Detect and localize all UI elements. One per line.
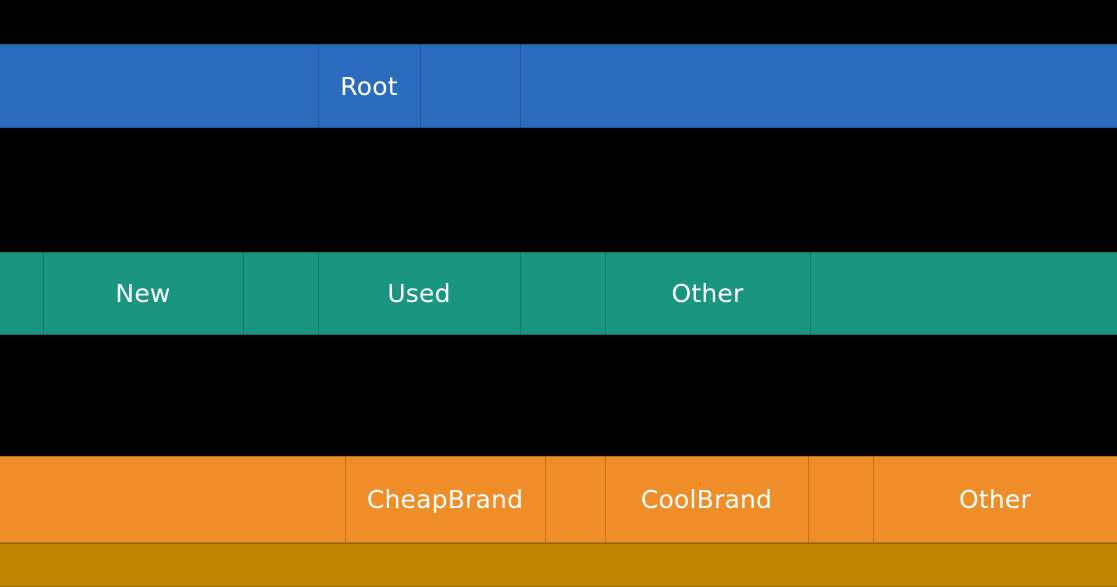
chart-segment-label: Root (340, 71, 398, 101)
chart-segment-label: Used (387, 279, 451, 308)
chart-segment-unlabeled[interactable] (808, 456, 873, 543)
chart-level-brand-level: CheapBrand CoolBrand Other (0, 456, 1117, 543)
chart-segment-unlabeled[interactable] (520, 252, 605, 335)
chart-segment-unlabeled[interactable] (0, 44, 318, 128)
chart-segment-unlabeled[interactable] (520, 44, 1117, 128)
chart-segment-other[interactable]: Other (873, 456, 1117, 543)
chart-segment-root[interactable]: Root (318, 44, 420, 128)
chart-segment-unlabeled[interactable] (0, 456, 345, 543)
chart-segment-coolbrand[interactable]: CoolBrand (605, 456, 808, 543)
chart-segment-unlabeled[interactable] (0, 543, 1117, 587)
chart-segment-used[interactable]: Used (318, 252, 520, 335)
chart-level-root-level: Root (0, 44, 1117, 128)
chart-segment-unlabeled[interactable] (545, 456, 605, 543)
chart-segment-other[interactable]: Other (605, 252, 810, 335)
chart-segment-label: Other (959, 485, 1031, 514)
chart-segment-label: Other (671, 279, 744, 308)
chart-segment-cheapbrand[interactable]: CheapBrand (345, 456, 545, 543)
chart-segment-label: New (115, 279, 171, 308)
chart-segment-label: CheapBrand (366, 485, 524, 514)
chart-segment-unlabeled[interactable] (420, 44, 520, 128)
chart-level-condition-level: New Used Other (0, 252, 1117, 335)
chart-segment-new[interactable]: New (43, 252, 243, 335)
chart-segment-unlabeled[interactable] (810, 252, 1117, 335)
chart-level-leaf-level (0, 543, 1117, 587)
chart-segment-unlabeled[interactable] (243, 252, 318, 335)
chart-segment-label: CoolBrand (640, 485, 773, 514)
chart-segment-unlabeled[interactable] (0, 252, 43, 335)
